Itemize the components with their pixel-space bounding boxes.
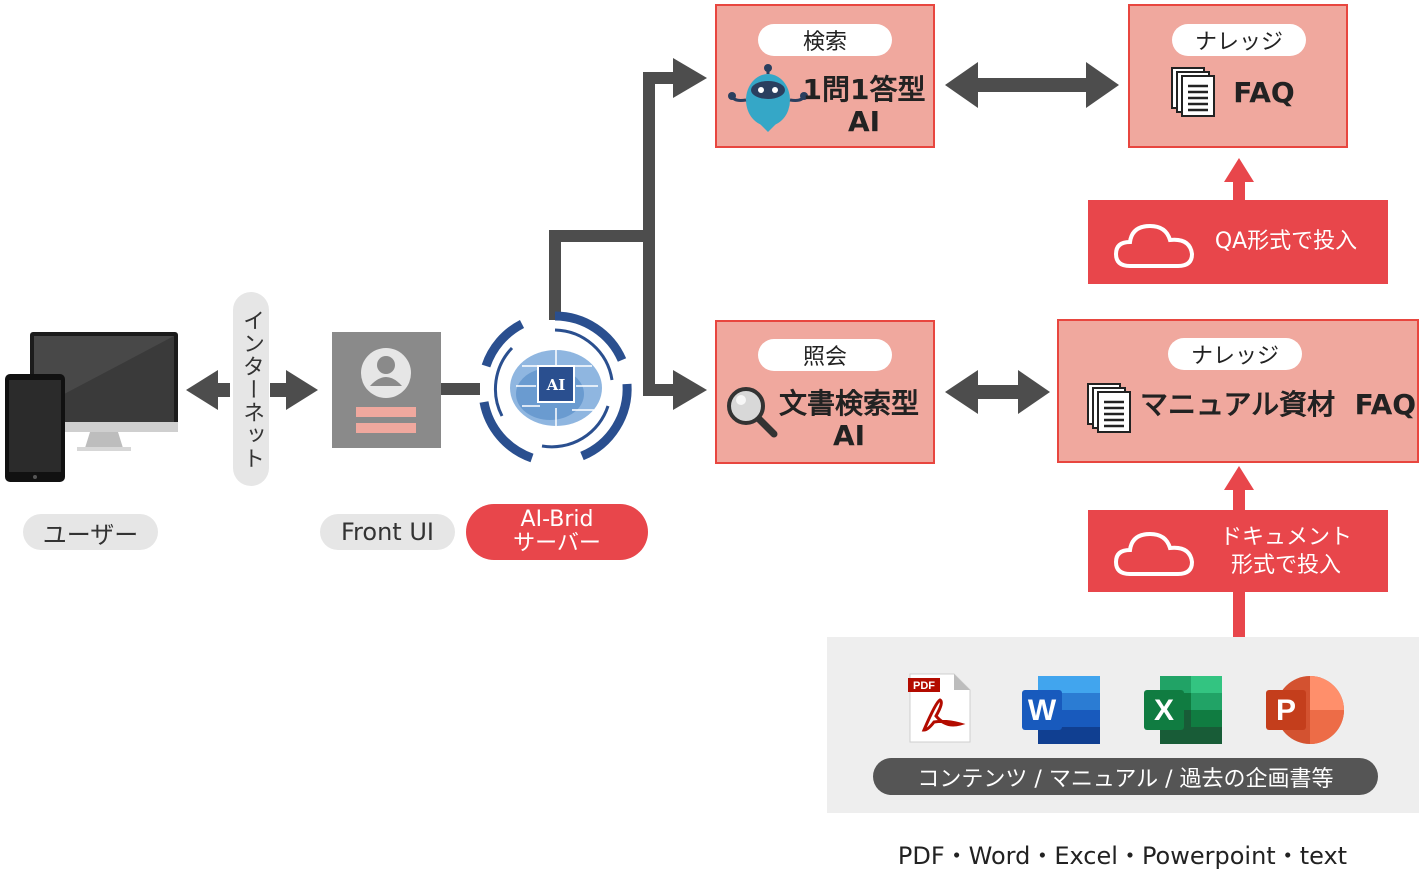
internet-frontui-arrow [270, 370, 318, 410]
pdf-icon: PDF [908, 673, 971, 743]
powerpoint-icon: P [1266, 676, 1344, 744]
knowledge-faq-title: FAQ [1233, 76, 1295, 109]
search-ai-title: 1問1答型 AI [802, 73, 926, 138]
document-stack-icon [1171, 67, 1215, 117]
pdf-icon-label: PDF [913, 680, 935, 692]
ai-brid-server-label: AI-Brid サーバー [466, 504, 648, 560]
front-ui-label: Front UI [320, 514, 455, 550]
user-devices-icon [5, 332, 178, 482]
qa-ingest-label: QA形式で投入 [1214, 229, 1358, 254]
internet-label: インターネット [233, 292, 269, 486]
qa-ingest-arrow [1224, 158, 1254, 202]
knowledge-manual-title: マニュアル資材 FAQ [1140, 388, 1417, 421]
excel-icon: X [1144, 676, 1222, 744]
search-ai-box [715, 4, 935, 148]
magnifier-icon [727, 387, 778, 438]
server-type: サーバー [513, 531, 601, 556]
sources-caption: コンテンツ / マニュアル / 過去の企画書等 [873, 758, 1378, 795]
word-icon-label: W [1028, 694, 1057, 727]
server-name: AI-Brid [520, 507, 594, 532]
user-internet-arrow [186, 370, 230, 410]
knowledge-tag-bottom: ナレッジ [1168, 338, 1302, 370]
doc-ingest-line2: 形式で投入 [1230, 553, 1341, 578]
inquiry-manual-double-arrow [945, 370, 1050, 414]
powerpoint-icon-label: P [1276, 694, 1296, 727]
cloud-icon [1113, 531, 1195, 576]
frontui-server-line [440, 383, 480, 395]
server-branch-lines [549, 58, 707, 410]
supported-formats: PDF・Word・Excel・Powerpoint・text [897, 842, 1348, 870]
search-faq-double-arrow [945, 62, 1119, 108]
document-stack-icon [1087, 383, 1131, 433]
knowledge-tag-top: ナレッジ [1172, 24, 1306, 56]
qa-ingest-box [1088, 200, 1388, 284]
doc-ingest-arrow [1224, 466, 1254, 510]
word-icon: W [1022, 676, 1100, 744]
robot-icon [728, 64, 808, 132]
ai-server-icon: AI [479, 311, 632, 463]
user-label: ユーザー [23, 514, 158, 550]
doc-ingest-box [1088, 510, 1388, 592]
search-tag: 検索 [758, 24, 892, 56]
ai-chip-label: AI [546, 376, 566, 394]
sources-ingest-line [1233, 592, 1245, 638]
doc-ingest-label: ドキュメント 形式で投入 [1196, 524, 1376, 580]
cloud-icon [1113, 223, 1195, 268]
inquiry-tag: 照会 [758, 339, 892, 371]
doc-ingest-line1: ドキュメント [1219, 525, 1352, 550]
inquiry-ai-title: 文書検索型 AI [778, 387, 919, 452]
front-ui-icon [332, 332, 441, 448]
excel-icon-label: X [1154, 694, 1174, 727]
